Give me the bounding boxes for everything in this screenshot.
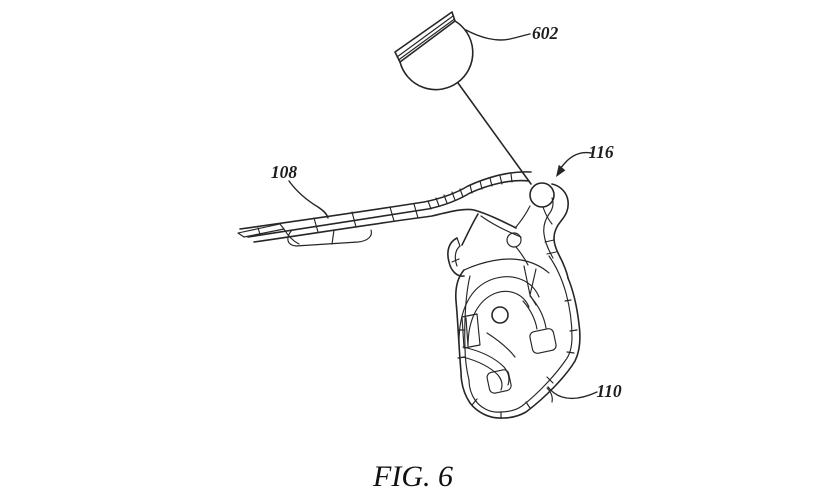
label-602: 602 bbox=[465, 23, 559, 43]
label-116: 116 bbox=[556, 142, 614, 177]
pedal-pad-602 bbox=[394, 11, 474, 91]
bracket-110 bbox=[455, 255, 581, 419]
leader-line-110 bbox=[547, 386, 598, 400]
label-108: 108 bbox=[271, 162, 329, 219]
figure-caption: FIG. 6 bbox=[372, 460, 453, 492]
ref-number-116: 116 bbox=[588, 142, 614, 162]
ref-number-108: 108 bbox=[271, 162, 298, 182]
pad-shaft bbox=[457, 82, 532, 185]
leader-line-108 bbox=[288, 180, 329, 219]
linkage-plate bbox=[447, 213, 550, 306]
leader-line-602 bbox=[465, 29, 531, 41]
label-110: 110 bbox=[547, 381, 622, 401]
pivot-116 bbox=[515, 182, 569, 279]
ref-number-110: 110 bbox=[596, 381, 622, 401]
ref-number-602: 602 bbox=[532, 23, 559, 43]
arrowhead-116 bbox=[556, 164, 566, 177]
lever-arm-108 bbox=[237, 171, 532, 247]
